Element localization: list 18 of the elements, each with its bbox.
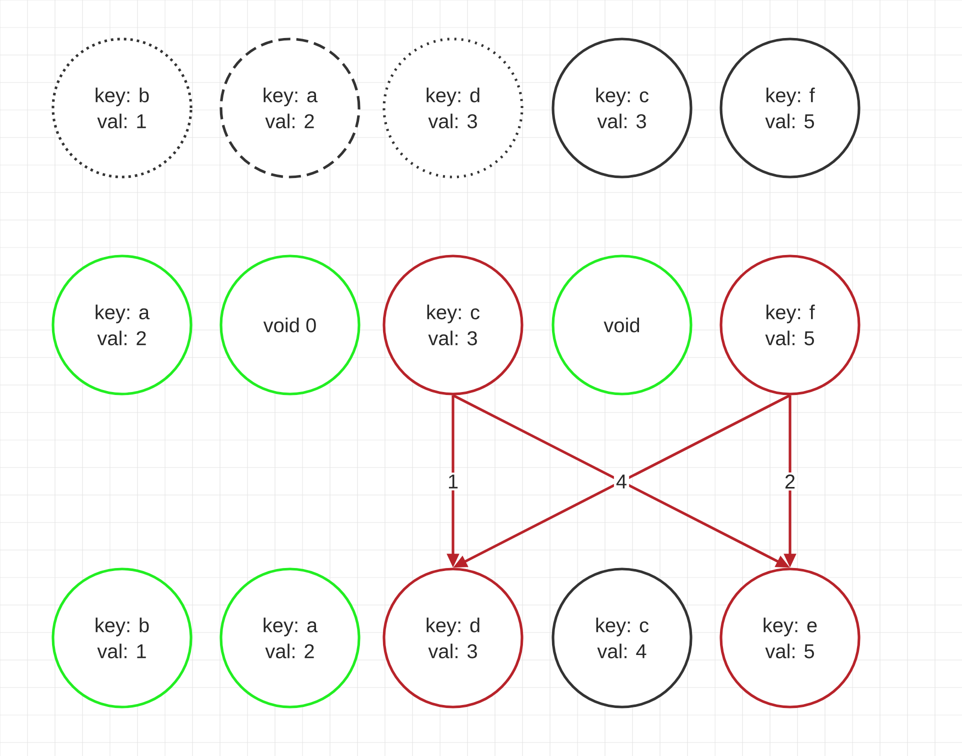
circle-node: key: f val: 5 <box>720 254 860 396</box>
edge-label: 4 <box>614 472 630 490</box>
circle-node: key: c val: 3 <box>382 254 524 396</box>
circle-node: void 0 <box>220 254 360 396</box>
circle-node: key: d val: 3 <box>382 568 524 708</box>
circle-node: key: c val: 3 <box>552 38 692 178</box>
circle-node: key: c val: 4 <box>552 568 692 708</box>
edge-label: 1 <box>445 472 461 490</box>
edge-label: 2 <box>782 472 798 490</box>
circle-node: key: a val: 2 <box>52 254 192 396</box>
circle-node: key: b val: 1 <box>52 38 192 178</box>
circle-node: key: a val: 2 <box>220 38 360 178</box>
circle-node: key: a val: 2 <box>220 568 360 708</box>
circle-node: void <box>552 254 692 396</box>
circle-node: key: e val: 5 <box>720 568 860 708</box>
circle-node: key: d val: 3 <box>382 38 524 178</box>
circle-node: key: f val: 5 <box>720 38 860 178</box>
circle-node: key: b val: 1 <box>52 568 192 708</box>
